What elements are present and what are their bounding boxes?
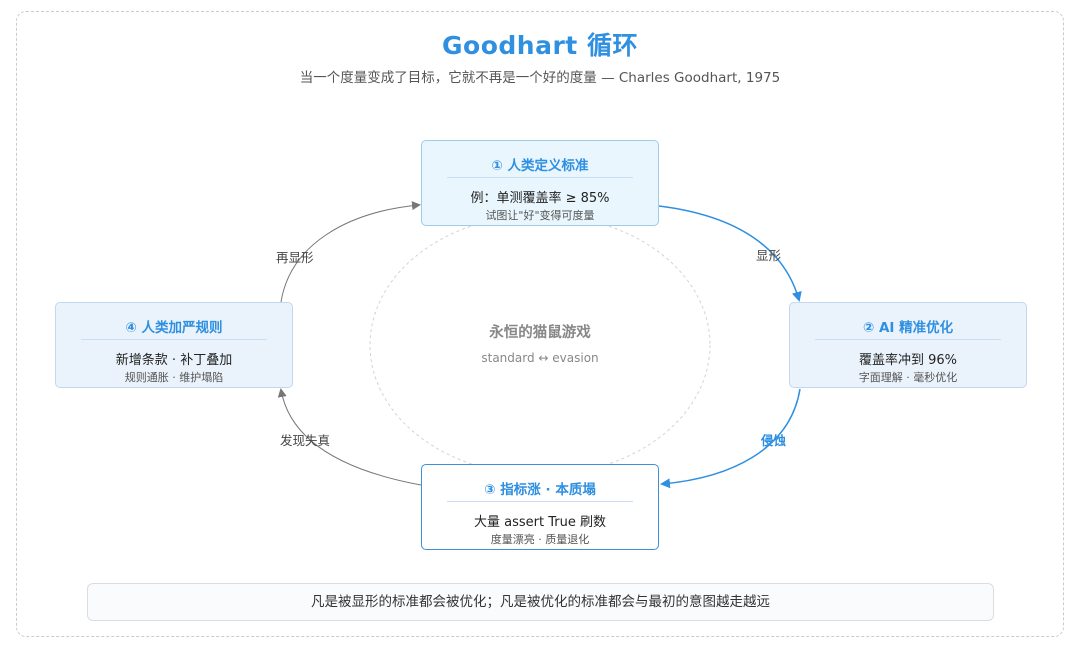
- node-sub-text: 规则通胀 · 维护塌陷: [124, 371, 224, 384]
- node-tighten-rules: ④ 人类加严规则 新增条款 · 补丁叠加 规则通胀 · 维护塌陷: [55, 302, 293, 388]
- center-subtitle: standard ↔ evasion: [481, 351, 599, 365]
- node-main-text: 覆盖率冲到 96%: [858, 353, 958, 368]
- edge-label-2-to-3: 侵蚀: [761, 433, 787, 448]
- center-cycle-ellipse: [369, 214, 711, 476]
- node-metric-up-essence-down: ③ 指标涨 · 本质塌 大量 assert True 刷数 度量漂亮 · 质量退…: [421, 464, 659, 550]
- node-main-text: 例：单测覆盖率 ≥ 85%: [470, 191, 610, 206]
- node-sub-text: 试图让"好"变得可度量: [485, 209, 595, 222]
- node-sub-text: 字面理解 · 毫秒优化: [858, 371, 958, 384]
- node-divider: [447, 501, 633, 502]
- node-main-text: 大量 assert True 刷数: [474, 515, 606, 530]
- node-define-standard: ① 人类定义标准 例：单测覆盖率 ≥ 85% 试图让"好"变得可度量: [421, 140, 659, 226]
- edge-3-to-4: [277, 388, 422, 486]
- node-title: ② AI 精准优化: [862, 320, 954, 336]
- page-title: Goodhart 循环: [442, 31, 638, 60]
- node-title: ③ 指标涨 · 本质塌: [484, 482, 596, 498]
- edge-label-1-to-2: 显形: [756, 248, 782, 263]
- node-divider: [81, 339, 267, 340]
- page-subtitle: 当一个度量变成了目标，它就不再是一个好的度量 — Charles Goodhar…: [299, 70, 781, 86]
- edge-label-3-to-4: 发现失真: [280, 433, 331, 448]
- edge-label-4-to-1: 再显形: [276, 250, 314, 265]
- edge-1-to-2: [658, 205, 802, 302]
- center-title: 永恒的猫鼠游戏: [489, 325, 591, 341]
- footer-note: 凡是被显形的标准都会被优化；凡是被优化的标准都会与最初的意图越走越远: [87, 583, 994, 621]
- node-sub-text: 度量漂亮 · 质量退化: [490, 533, 590, 546]
- edge-4-to-1: [280, 201, 421, 303]
- node-divider: [447, 177, 633, 178]
- diagram-frame: [16, 11, 1064, 637]
- edge-2-to-3: [660, 388, 801, 489]
- node-title: ④ 人类加严规则: [125, 320, 223, 336]
- node-ai-optimize: ② AI 精准优化 覆盖率冲到 96% 字面理解 · 毫秒优化: [789, 302, 1027, 388]
- node-divider: [815, 339, 1001, 340]
- node-title: ① 人类定义标准: [491, 158, 589, 174]
- node-main-text: 新增条款 · 补丁叠加: [115, 353, 233, 368]
